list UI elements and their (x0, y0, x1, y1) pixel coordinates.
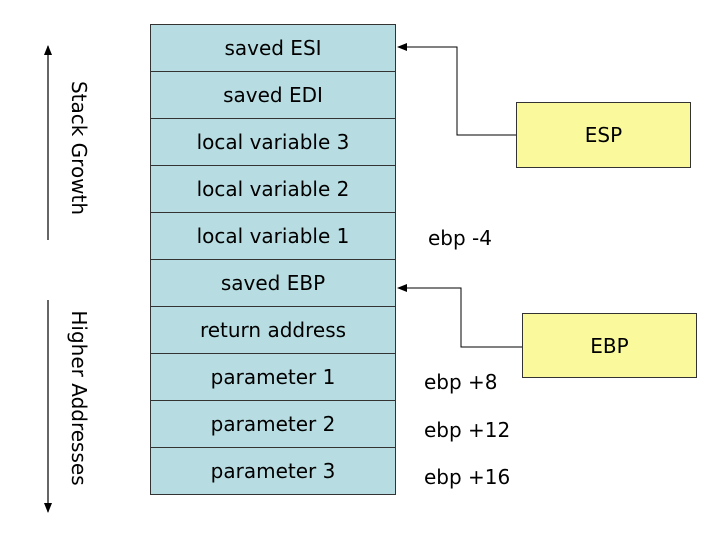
stack-frame: saved ESI saved EDI local variable 3 loc… (150, 24, 396, 495)
offset-parameter-1: ebp +8 (424, 370, 498, 394)
ebp-register-label: EBP (590, 333, 629, 358)
stack-cell-saved-edi: saved EDI (150, 71, 396, 119)
ebp-pointer-arrow (397, 284, 522, 348)
offset-parameter-2: ebp +12 (424, 418, 511, 442)
stack-cell-local-variable-3: local variable 3 (150, 118, 396, 166)
stack-cell-return-address: return address (150, 306, 396, 354)
stack-growth-label: Stack Growth (67, 80, 91, 216)
esp-register-box: ESP (516, 102, 691, 168)
offset-local-variable-1: ebp -4 (428, 226, 492, 250)
stack-cell-local-variable-1: local variable 1 (150, 212, 396, 260)
ebp-register-box: EBP (522, 313, 697, 378)
stack-cell-parameter-3: parameter 3 (150, 447, 396, 495)
stack-cell-saved-esi: saved ESI (150, 24, 396, 72)
offset-parameter-3: ebp +16 (424, 465, 511, 489)
higher-addresses-label: Higher Addresses (67, 310, 91, 486)
esp-register-label: ESP (584, 123, 623, 147)
stack-cell-local-variable-2: local variable 2 (150, 165, 396, 213)
stack-cell-parameter-1: parameter 1 (150, 353, 396, 401)
stack-cell-saved-ebp: saved EBP (150, 259, 396, 307)
esp-pointer-arrow (397, 43, 516, 136)
stack-cell-parameter-2: parameter 2 (150, 400, 396, 448)
